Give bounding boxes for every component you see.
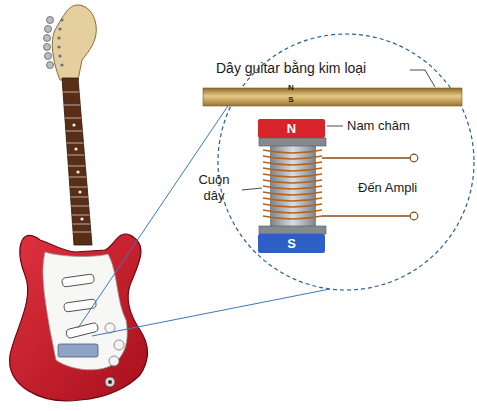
part-label: Đến Ampli (358, 180, 417, 196)
guitar-headstock (44, 5, 97, 80)
pole-letter: S (286, 95, 296, 105)
pole-letter: N (286, 83, 296, 93)
pickup-coil (259, 138, 326, 234)
pole-letter: N (287, 122, 296, 135)
pole-letter: S (287, 237, 296, 250)
guitar-body (10, 234, 148, 401)
zoom-line (78, 88, 330, 336)
guitar-neck (50, 78, 105, 245)
part-label: Dây guitar bằng kim loại (216, 60, 366, 77)
part-label: Cuộn dây (190, 172, 238, 203)
guitar-string (203, 88, 462, 106)
part-label: Nam châm (347, 118, 410, 134)
leader-line (242, 70, 435, 190)
magnet-north-pole: N (258, 119, 325, 138)
magnet-south-pole: S (258, 234, 325, 253)
